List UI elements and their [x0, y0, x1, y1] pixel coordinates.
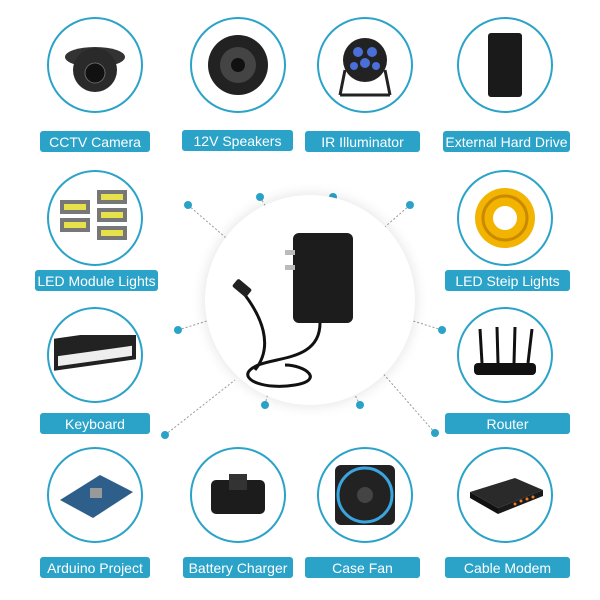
circuit-board-icon	[60, 475, 133, 518]
label-cable-modem: Cable Modem	[445, 557, 570, 578]
led-module-icon	[60, 190, 127, 240]
speaker-icon	[208, 35, 268, 95]
device-circle-led-strip	[457, 170, 553, 266]
power-adapter-image	[205, 195, 415, 405]
cctv-camera-icon	[65, 47, 125, 92]
battery-charger-icon	[211, 474, 265, 514]
label-battery-charger: Battery Charger	[183, 557, 293, 578]
device-circle-speakers	[190, 17, 286, 113]
device-circle-led-module	[47, 170, 143, 266]
device-circle-hdd	[457, 17, 553, 113]
label-router: Router	[445, 413, 570, 434]
label-led-module-lights: LED Module Lights	[35, 270, 158, 291]
device-circle-cctv	[47, 17, 143, 113]
label-arduino-project: Arduino Project	[40, 557, 150, 578]
router-icon	[474, 326, 536, 375]
label-cctv-camera: CCTV Camera	[40, 131, 150, 152]
power-adapter-icon	[232, 233, 353, 388]
label-case-fan: Case Fan	[305, 557, 420, 578]
modem-icon	[470, 478, 543, 514]
device-circle-battery-charger	[190, 447, 286, 543]
led-strip-icon	[475, 188, 535, 248]
label-12v-speakers: 12V Speakers	[182, 130, 293, 151]
label-external-hard-drive: External Hard Drive	[443, 131, 570, 152]
device-circle-ir	[317, 17, 413, 113]
device-circle-router	[457, 307, 553, 403]
label-ir-illuminator: IR Illuminator	[305, 131, 420, 152]
label-keyboard: Keyboard	[40, 413, 150, 434]
ir-illuminator-icon	[338, 38, 392, 97]
device-circle-modem	[457, 447, 553, 543]
keyboard-icon	[54, 335, 136, 371]
fan-icon	[335, 465, 395, 525]
device-circle-arduino	[47, 447, 143, 543]
device-circle-keyboard	[47, 307, 143, 403]
label-led-strip-lights: LED Steip Lights	[445, 270, 570, 291]
device-circle-case-fan	[317, 447, 413, 543]
hard-drive-icon	[488, 33, 522, 97]
